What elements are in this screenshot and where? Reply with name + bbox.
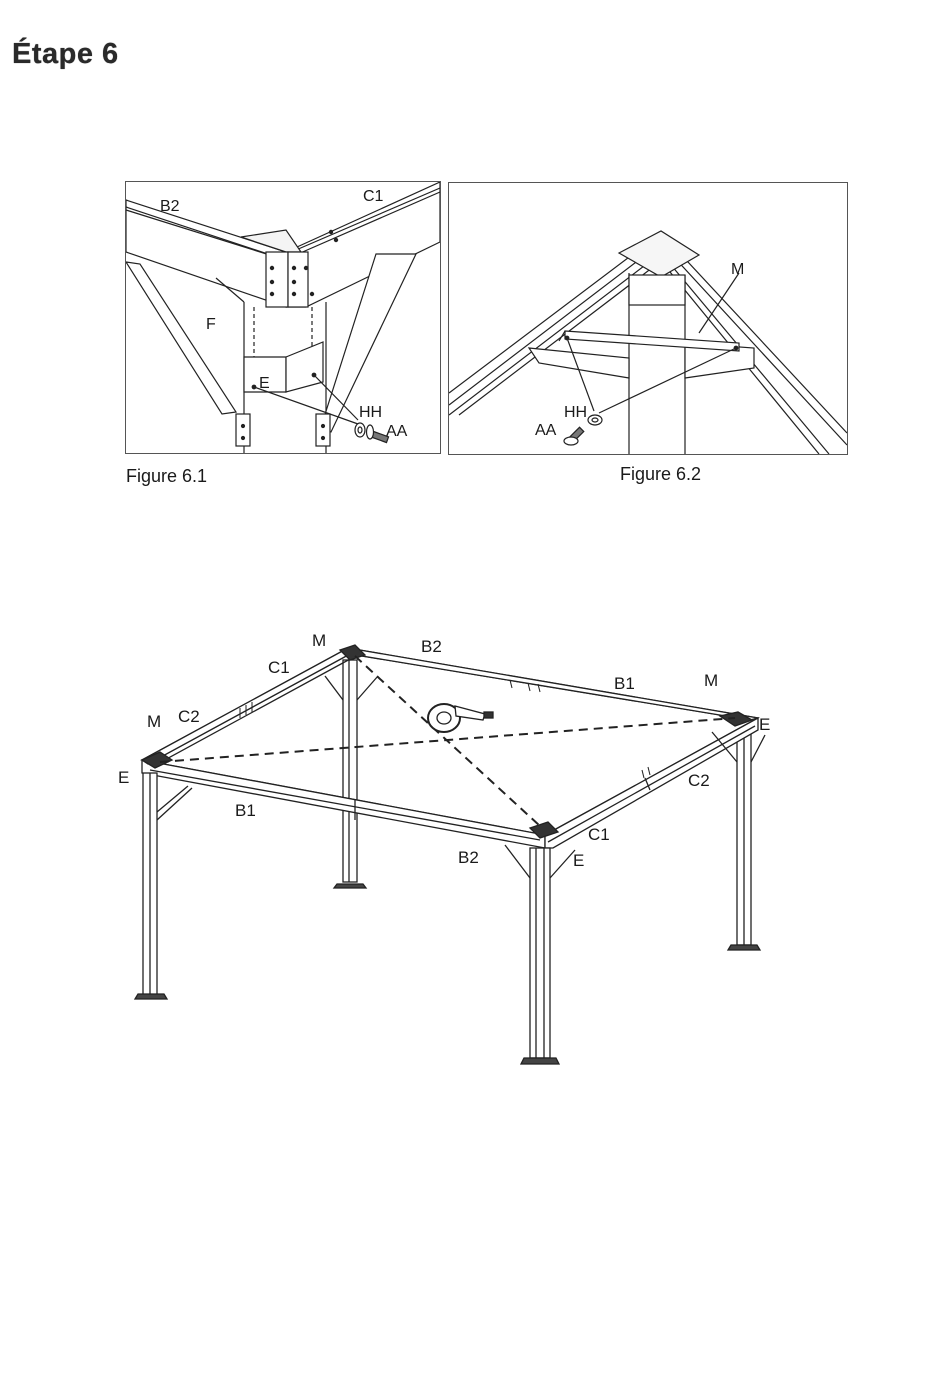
label-c2-left: C2 <box>178 707 200 726</box>
label-m-back: M <box>312 631 326 650</box>
label-b2: B2 <box>160 198 180 215</box>
label-c2-right: C2 <box>688 771 710 790</box>
post-right <box>728 730 760 950</box>
beam-b2-back <box>348 648 758 720</box>
label-e-left: E <box>118 768 129 787</box>
figure-6-1-drawing: B2 C1 F E HH AA <box>126 182 440 453</box>
label-hh: HH <box>564 404 587 421</box>
label-e: E <box>259 375 270 392</box>
tape-measure-icon <box>428 704 493 732</box>
washer-hh <box>355 423 365 437</box>
label-e-right: E <box>759 715 770 734</box>
label-c1: C1 <box>363 188 384 205</box>
beam-c1-front <box>545 718 758 848</box>
label-b1-back: B1 <box>614 674 635 693</box>
figure-6-1-caption: Figure 6.1 <box>126 466 207 487</box>
label-m-right: M <box>704 671 718 690</box>
label-e-front: E <box>573 851 584 870</box>
gazebo-overview-drawing: M B2 C1 B1 M E M C2 E B1 C2 C1 B2 E <box>0 600 950 1080</box>
label-hh: HH <box>359 404 382 421</box>
bracket-m <box>565 331 739 351</box>
figure-6-1-panel: B2 C1 F E HH AA <box>125 181 441 454</box>
label-aa: AA <box>535 422 557 439</box>
label-c1-back: C1 <box>268 658 290 677</box>
label-b1-front: B1 <box>235 801 256 820</box>
label-m: M <box>731 261 744 278</box>
label-b2-back: B2 <box>421 637 442 656</box>
figure-6-2-panel: M HH AA <box>448 182 848 455</box>
label-f: F <box>206 316 216 333</box>
label-c1-front: C1 <box>588 825 610 844</box>
figure-6-2-drawing: M HH AA <box>449 183 847 454</box>
bolt-aa <box>564 427 584 445</box>
post-front <box>521 848 559 1064</box>
washer-hh <box>588 415 602 425</box>
brace-left <box>529 348 629 378</box>
step-title: Étape 6 <box>12 38 119 71</box>
diagonal-measure-2 <box>355 656 540 826</box>
label-b2-front: B2 <box>458 848 479 867</box>
figure-6-2-caption: Figure 6.2 <box>620 464 701 485</box>
label-m-left: M <box>147 712 161 731</box>
brace-f-left <box>126 262 236 414</box>
label-aa: AA <box>386 423 408 440</box>
